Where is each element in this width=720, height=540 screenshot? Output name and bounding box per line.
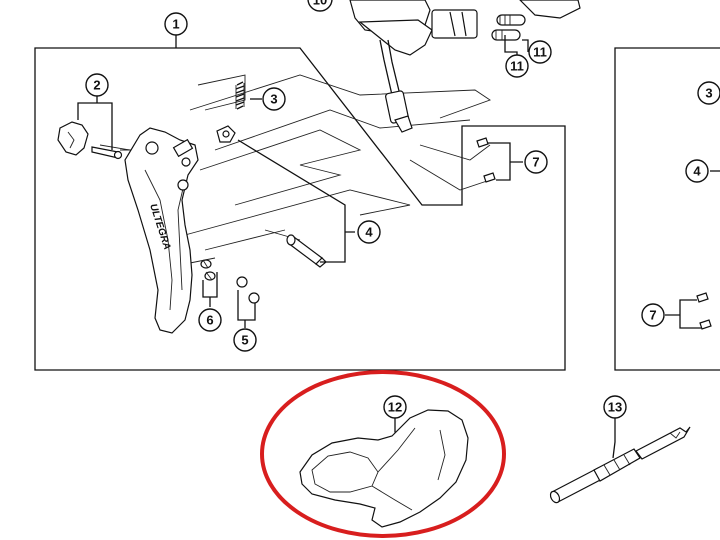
svg-text:5: 5 (241, 333, 248, 348)
svg-text:3: 3 (270, 92, 277, 107)
callout-11-upper: 11 (528, 40, 552, 64)
pivot-pin (286, 234, 327, 268)
svg-text:12: 12 (388, 400, 402, 415)
callout-4: 4 (357, 220, 381, 244)
svg-text:7: 7 (649, 308, 656, 323)
svg-text:4: 4 (365, 225, 373, 240)
svg-text:6: 6 (206, 313, 213, 328)
svg-text:13: 13 (608, 400, 622, 415)
svg-text:1: 1 (172, 17, 179, 32)
svg-text:2: 2 (93, 78, 100, 93)
callout-7: 7 (524, 150, 548, 174)
replacement-hood (299, 409, 469, 528)
right-parts-frame (614, 47, 720, 371)
parts-group-frame (34, 47, 566, 371)
callout-5: 5 (233, 328, 257, 352)
callout-12: 12 (383, 395, 407, 419)
adjust-screws (200, 259, 260, 304)
brake-lever-body: ULTEGRA (124, 127, 199, 334)
callout-6: 6 (198, 308, 222, 332)
callout-right-7: 7 (641, 303, 665, 327)
alignment-lines (99, 74, 491, 266)
mount-screws (476, 137, 712, 330)
callout-3: 3 (262, 87, 286, 111)
callout-11-lower: 11 (505, 54, 529, 78)
callout-1: 1 (164, 12, 188, 36)
callout-13: 13 (603, 395, 627, 419)
callout-10: 10 (307, 0, 333, 12)
svg-text:11: 11 (510, 59, 524, 74)
cable-assembly (349, 0, 581, 133)
svg-text:3: 3 (705, 86, 712, 101)
svg-text:10: 10 (313, 0, 327, 8)
svg-text:4: 4 (693, 164, 701, 179)
highlight-circle (260, 370, 506, 538)
return-spring (235, 81, 245, 110)
callout-right-4: 4 (685, 159, 709, 183)
svg-text:11: 11 (533, 45, 547, 60)
svg-text:7: 7 (532, 155, 539, 170)
callout-2: 2 (85, 73, 109, 97)
lever-cover-cap (57, 121, 123, 160)
callout-right-3: 3 (697, 81, 720, 105)
tool (549, 426, 691, 504)
